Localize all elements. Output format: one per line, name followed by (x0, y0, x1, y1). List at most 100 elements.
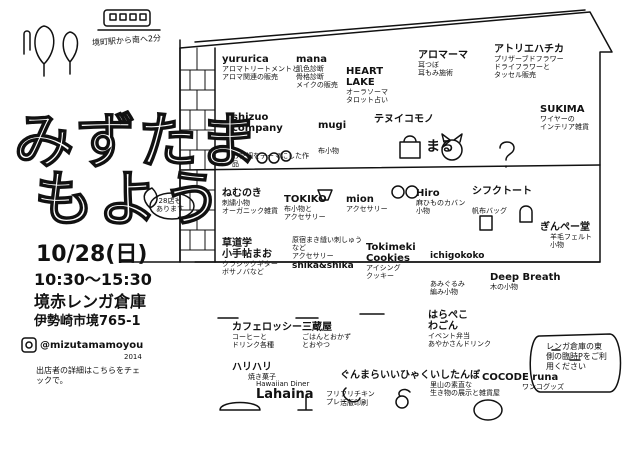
train-icon (103, 9, 151, 27)
shop-tagline: Hawaiian Diner (256, 380, 310, 388)
shop-heartlake: HEART LAKE オーラソーマ タロット占い (346, 66, 388, 104)
shop-sanzouya: 三蔵屋 ごはんとおかず とおやつ (302, 322, 351, 349)
shop-desc: 耳つぼ 耳もみ施術 (418, 61, 453, 78)
shop-desc: コーヒーと ドリンク各種 (232, 333, 274, 350)
shop-name: shizuo company (232, 112, 283, 134)
shop-name: テヌイコモノ (374, 114, 434, 125)
shop-name: シフクトート (472, 186, 532, 197)
shop-yururica: yururica アロマトリートメントとアロマ関連の販売 (222, 54, 300, 81)
shop-name: アトリエハチカ (494, 44, 564, 55)
parking-guide: レンガ倉庫の東側の臨時Pをご利用ください (546, 342, 607, 371)
shop-desc: 肌色診断 骨格診断 メイクの販売 (296, 65, 338, 90)
shop-desc: 布小物 (318, 147, 339, 155)
shop-name: ねむのき (222, 188, 262, 199)
shop-lahaina: Hawaiian Diner Lahaina フリフリチキン プレート (256, 380, 375, 406)
shop-desc: クラシックギター ボサノバなど (222, 260, 278, 277)
shop-mion: mion アクセサリー (346, 194, 388, 213)
shop-name: ぎんぺー堂 (540, 222, 590, 233)
shop-desc: あみぐるみ 編み小物 (430, 279, 465, 296)
shop-desc: アロマトリートメントとアロマ関連の販売 (222, 65, 299, 82)
shop-ginpeido: ぎんぺー堂 羊毛フェルト 小物 (540, 222, 592, 249)
shop-mana: mana 肌色診断 骨格診断 メイクの販売 (296, 54, 338, 89)
badge-text: 28店も あります (156, 197, 184, 213)
shop-name: 草道学 小手帖まお (222, 238, 272, 260)
shop-name: mugi (318, 120, 347, 131)
question-icon (499, 141, 515, 168)
guide-sign (529, 333, 622, 393)
shop-desc: アイシング クッキー (366, 264, 401, 281)
shop-desc: 刺繍小物 オーガニック雑貨 (222, 199, 278, 216)
shop-desc: アクセサリー (346, 205, 388, 213)
shop-harihari: ハリハリ 焼き菓子 (232, 362, 276, 381)
shop-harapeko-wagon: はらぺこ わごん イベント弁当 あやかさんドリンク (428, 310, 491, 348)
shop-desc: フリフリチキン プレート (326, 390, 375, 407)
venue-address: 伊勢崎市境765-1 (34, 314, 141, 329)
shop-desc: 羊毛フェルト 小物 (550, 233, 592, 250)
shop-desc: お花畑をテーマにした作品 (232, 152, 309, 169)
shop-tenuikomono: テヌイコモノ (374, 114, 434, 125)
shop-name: Lahaina (256, 387, 314, 403)
shop-nemunoki: ねむのき 刺繍小物 オーガニック雑貨 (222, 188, 278, 215)
shop-sukima: SUKIMA ワイヤーの インテリア雑貨 (540, 104, 589, 131)
badge-line1: 28店も (158, 197, 182, 205)
shop-shifukutote: シフクトート 帆布バッグ (472, 186, 532, 215)
shop-desc: オーラソーマ タロット占い (346, 88, 388, 105)
shop-desc: 木の小物 (490, 283, 518, 291)
shop-name: SUKIMA (540, 104, 585, 115)
badge-circle (149, 192, 195, 220)
shop-cafe-rossy: カフェロッシー コーヒーと ドリンク各種 (232, 322, 302, 349)
shop-name: COCODE runa (482, 372, 559, 383)
shop-ichigokoko: ichigokoko あみぐるみ 編み小物 (430, 251, 485, 296)
shop-name: ハリハリ (232, 362, 272, 373)
shop-name: Tokimeki Cookies (366, 242, 416, 264)
tree-icon (34, 25, 55, 77)
shop-tokimeki-cookies: Tokimeki Cookies アイシング クッキー (366, 242, 416, 280)
instagram-handle[interactable]: @mizutamamoyou (40, 340, 144, 351)
shop-name: TOKIKO (284, 194, 327, 205)
shop-desc: 帆布バッグ (472, 207, 507, 215)
shop-name: ひゃくいしたんぼ (400, 370, 480, 381)
shop-desc: プリザーブドフラワー ドライフラワーと タッセル販売 (494, 55, 564, 80)
shop-desc: ワイヤーの インテリア雑貨 (540, 115, 589, 132)
shop-desc: ごはんとおかず とおやつ (302, 333, 351, 350)
shop-name: アロマーマ (418, 50, 468, 61)
shop-name: HEART LAKE (346, 66, 384, 88)
event-subtitle: もよう (33, 165, 226, 235)
shop-name: はらぺこ わごん (428, 310, 468, 332)
shop-name: カフェロッシー (232, 322, 302, 333)
shop-name: yururica (222, 54, 269, 65)
shop-aromama: アロマーマ 耳つぼ 耳もみ施術 (418, 50, 468, 77)
shop-kusagaku: 草道学 小手帖まお クラシックギター ボサノバなど (222, 238, 278, 276)
event-title: みずたま (13, 107, 261, 177)
venue-name: 境赤レンガ倉庫 (34, 292, 147, 311)
shop-maru: まる (426, 139, 454, 155)
shop-shika-shika: 原宿まき縫い刺しゅう など アクセサリー shika&shika (292, 236, 362, 272)
shop-mugi: mugi 布小物 (318, 120, 346, 155)
shop-desc: 活版印刷 (340, 399, 368, 407)
shop-tokiko: TOKIKO 布小物と アクセサリー (284, 194, 327, 221)
floor-divider (179, 164, 601, 171)
shop-name: mion (346, 194, 374, 205)
event-date: 10/28(日) (36, 242, 148, 267)
shop-name: ichigokoko (430, 251, 485, 261)
shop-desc: ワンコグッズ (522, 383, 564, 391)
shop-name: 三蔵屋 (302, 322, 332, 333)
shop-shizuo-company: shizuo company お花畑をテーマにした作品 (232, 112, 312, 168)
shop-desc: 布小物と アクセサリー (284, 205, 326, 222)
instagram-icon (21, 337, 37, 353)
brick-wall (179, 47, 216, 263)
shop-hyakuishi-tanbo: ひゃくいしたんぼ 里山の素直な 生き物の展示と雑貨屋 (400, 370, 500, 397)
shop-name: Hiro (416, 188, 440, 199)
instagram-year: 2014 (124, 353, 142, 361)
shop-name: ぐんまらいい (340, 370, 400, 381)
shop-desc: 麻ひものカバン 小物 (416, 199, 466, 216)
leaf-icon (143, 187, 158, 209)
shop-desc: 原宿まき縫い刺しゅう など アクセサリー (292, 236, 362, 261)
badge-line2: あります (156, 204, 184, 213)
shop-name: mana (296, 54, 328, 65)
event-time: 10:30〜15:30 (34, 270, 152, 289)
instagram-note: 出店者の詳細はこちらをチェックで。 (36, 366, 140, 385)
shop-cocode-runa: COCODE runa ワンコグッズ (482, 372, 564, 391)
shop-name: Deep Breath (490, 272, 561, 283)
